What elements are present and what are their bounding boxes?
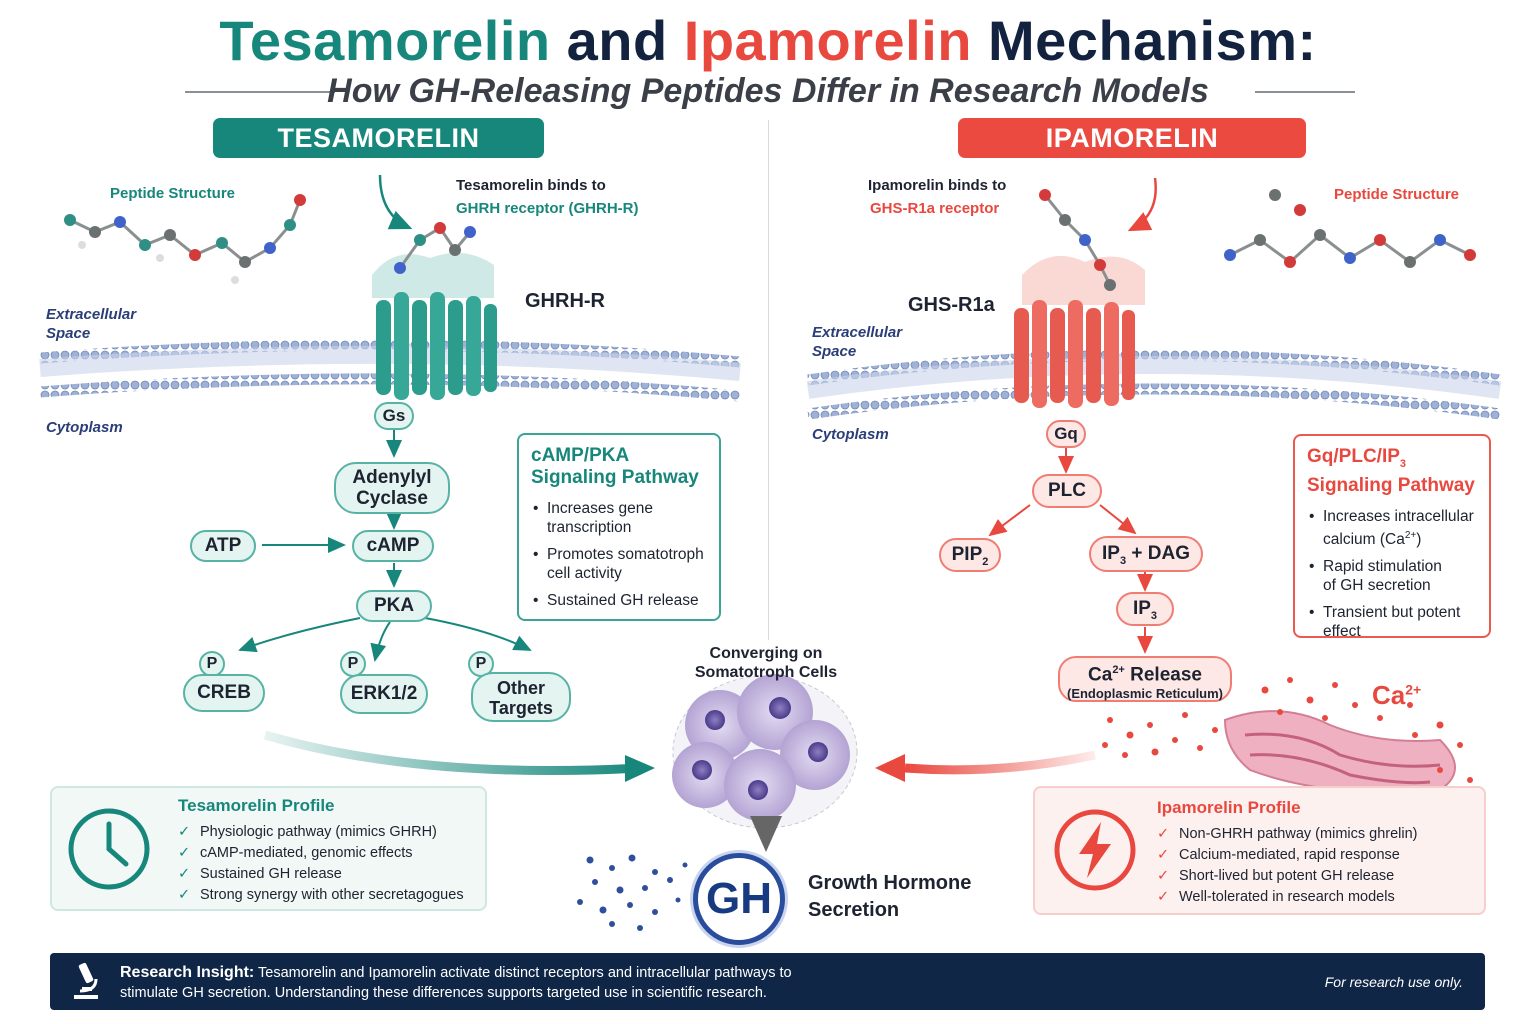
tesamorelin-converging-arrow: [263, 730, 641, 776]
profile-item: ✓Non-GHRH pathway (mimics ghrelin): [1157, 824, 1418, 845]
ip3-dag-node: IP3 + DAG: [1089, 536, 1203, 572]
right-cytoplasm-label: Cytoplasm: [812, 426, 889, 443]
check-icon: ✓: [178, 887, 191, 903]
title-ipamorelin: Ipamorelin: [683, 9, 972, 72]
check-icon: ✓: [178, 845, 191, 861]
erk12-node: ERK1/2: [340, 674, 428, 714]
subtitle-rule-left: [185, 91, 335, 93]
er-label: (Endoplasmic Reticulum): [1066, 686, 1224, 702]
clock-icon: [68, 808, 150, 890]
atp-node: ATP: [190, 530, 256, 562]
profile-item: ✓Calcium-mediated, rapid response: [1157, 845, 1418, 866]
calcium-label: Ca2+: [1372, 680, 1422, 710]
title-tesamorelin: Tesamorelin: [219, 9, 551, 72]
gh-particles: [577, 854, 688, 931]
research-use-note: For research use only.: [1324, 974, 1463, 990]
research-insight-text: Research Insight: Tesamorelin and Ipamor…: [120, 963, 840, 1003]
research-insight-footer: Research Insight: Tesamorelin and Ipamor…: [50, 953, 1485, 1010]
lightning-icon: [1054, 809, 1136, 891]
profile-item: ✓Sustained GH release: [178, 864, 464, 885]
check-icon: ✓: [178, 866, 191, 882]
research-insight-body: Tesamorelin and Ipamorelin activate dist…: [120, 965, 792, 1001]
gh-badge: GH: [693, 853, 785, 945]
tesamorelin-banner: TESAMORELIN: [213, 118, 544, 158]
ipamorelin-binds-line1: Ipamorelin binds to: [868, 177, 1007, 194]
page-subtitle: How GH-Releasing Peptides Differ in Rese…: [327, 72, 1209, 110]
tesamorelin-peptide-structure-label: Peptide Structure: [110, 185, 236, 202]
profile-item: ✓cAMP-mediated, genomic effects: [178, 843, 464, 864]
title-mechanism: Mechanism:: [988, 9, 1317, 72]
left-cytoplasm-label: Cytoplasm: [46, 419, 123, 436]
center-divider: [768, 120, 769, 640]
ipamorelin-bound-molecule: [1039, 189, 1116, 291]
profile-item: ✓Short-lived but potent GH release: [1157, 866, 1418, 887]
profile-item: ✓Strong synergy with other secretagogues: [178, 885, 464, 906]
tesamorelin-profile-card: Tesamorelin Profile ✓Physiologic pathway…: [50, 786, 487, 911]
gs-protein-node: Gs: [374, 402, 414, 430]
ipamorelin-profile-card: Ipamorelin Profile ✓Non-GHRH pathway (mi…: [1033, 786, 1486, 915]
tesamorelin-binds-line1: Tesamorelin binds to: [456, 177, 606, 194]
ghrh-r-receptor: [372, 252, 497, 400]
check-icon: ✓: [1157, 889, 1170, 905]
ipamorelin-profile-title: Ipamorelin Profile: [1157, 798, 1301, 817]
check-icon: ✓: [1157, 826, 1170, 842]
ghs-r1a-label: GHS-R1a: [908, 294, 995, 316]
research-insight-label: Research Insight:: [120, 964, 255, 981]
calcium-particles: [1102, 677, 1473, 783]
pka-node: PKA: [356, 590, 432, 622]
plc-node: PLC: [1032, 474, 1102, 508]
microscope-icon: [74, 962, 98, 999]
tesamorelin-binds-line2: GHRH receptor (GHRH-R): [456, 200, 639, 217]
check-icon: ✓: [1157, 868, 1170, 884]
pathway-item: Sustained GH release: [531, 591, 709, 610]
ghs-r1a-receptor: [1014, 255, 1145, 408]
endoplasmic-reticulum-illustration: [1223, 710, 1456, 796]
check-icon: ✓: [1157, 847, 1170, 863]
pip2-node: PIP2: [939, 538, 1001, 572]
title-and: and: [566, 9, 668, 72]
ipamorelin-binds-line2: GHS-R1a receptor: [870, 200, 1000, 217]
ipamorelin-peptide-structure-label: Peptide Structure: [1334, 186, 1460, 203]
tesamorelin-profile-list: ✓Physiologic pathway (mimics GHRH) ✓cAMP…: [178, 822, 464, 906]
profile-item: ✓Physiologic pathway (mimics GHRH): [178, 822, 464, 843]
ipamorelin-converging-arrow: [904, 750, 1096, 775]
creb-node: CREB: [183, 674, 265, 712]
camp-node: cAMP: [352, 530, 434, 562]
gq-protein-node: Gq: [1046, 420, 1086, 448]
subtitle-rule-right: [1255, 91, 1355, 93]
somatotroph-cells-illustration: [672, 674, 858, 829]
check-icon: ✓: [178, 824, 191, 840]
other-phospho-badge: P: [468, 651, 494, 677]
ip3-node: IP3: [1116, 592, 1174, 626]
profile-item: ✓Well-tolerated in research models: [1157, 887, 1418, 908]
ghrh-r-label: GHRH-R: [525, 290, 605, 312]
tesamorelin-profile-title: Tesamorelin Profile: [178, 796, 335, 815]
tesamorelin-molecule-left: [64, 194, 306, 284]
right-membrane: [806, 349, 1502, 420]
ipamorelin-profile-list: ✓Non-GHRH pathway (mimics ghrelin) ✓Calc…: [1157, 824, 1418, 908]
ipamorelin-banner: IPAMORELIN: [958, 118, 1306, 158]
ca-release-node: Ca2+ Release (Endoplasmic Reticulum): [1058, 656, 1232, 702]
page-title: Tesamorelin and Ipamorelin Mechanism:: [0, 8, 1536, 73]
ipamorelin-molecule-right: [1224, 189, 1476, 268]
tesamorelin-bound-molecule: [394, 222, 476, 274]
